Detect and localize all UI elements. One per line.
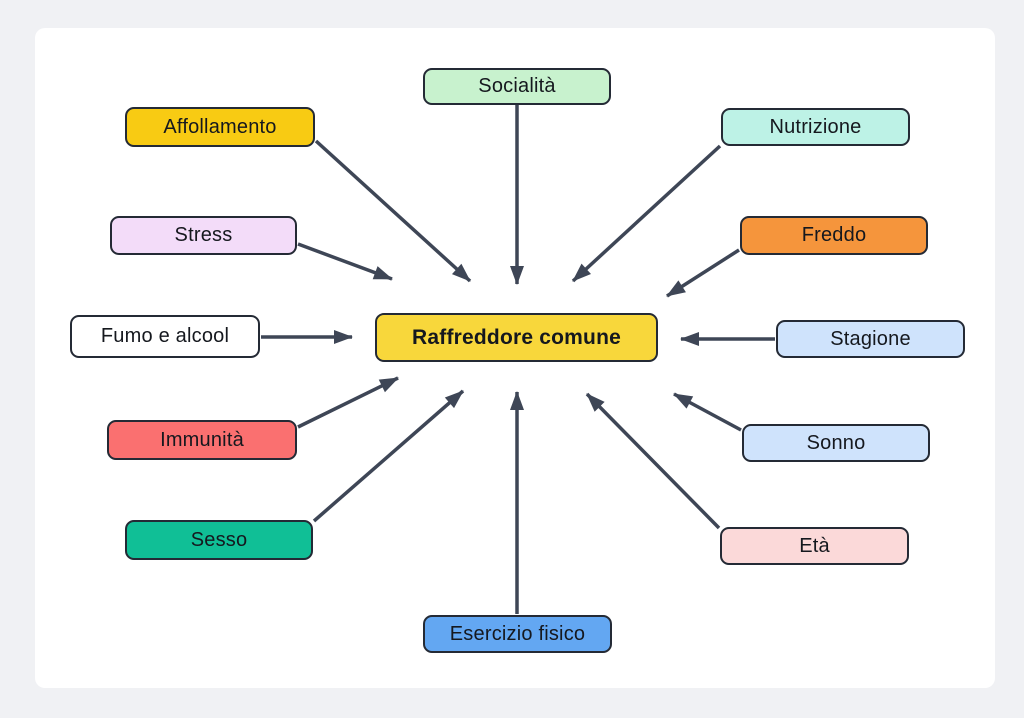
- node-affollamento[interactable]: Affollamento: [125, 107, 315, 147]
- node-sesso[interactable]: Sesso: [125, 520, 313, 560]
- node-esercizio-fisico[interactable]: Esercizio fisico: [423, 615, 612, 653]
- node-sonno[interactable]: Sonno: [742, 424, 930, 462]
- node-stagione[interactable]: Stagione: [776, 320, 965, 358]
- node-stress[interactable]: Stress: [110, 216, 297, 255]
- node-freddo[interactable]: Freddo: [740, 216, 928, 255]
- node-fumo-e-alcool[interactable]: Fumo e alcool: [70, 315, 260, 358]
- node-eta[interactable]: Età: [720, 527, 909, 565]
- node-socialita[interactable]: Socialità: [423, 68, 611, 105]
- node-raffreddore-comune[interactable]: Raffreddore comune: [375, 313, 658, 362]
- node-immunita[interactable]: Immunità: [107, 420, 297, 460]
- node-nutrizione[interactable]: Nutrizione: [721, 108, 910, 146]
